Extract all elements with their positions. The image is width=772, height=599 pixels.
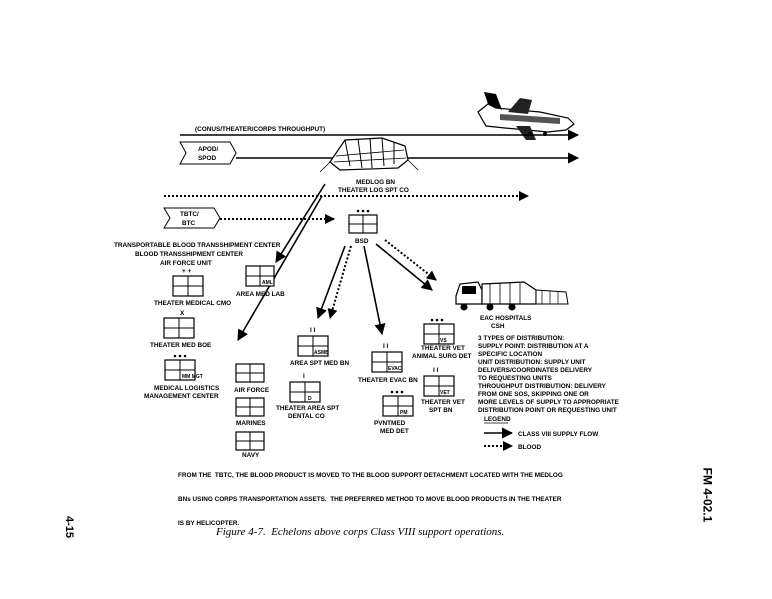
svg-text:3 TYPES OF DISTRIBUTION:: 3 TYPES OF DISTRIBUTION:	[478, 335, 564, 342]
svg-text:AML: AML	[262, 280, 273, 286]
theater-log-spt-label: THEATER LOG SPT CO	[338, 187, 409, 194]
legend-title: LEGEND	[484, 416, 511, 423]
air-force-label: AIR FORCE	[234, 387, 270, 394]
supply-arrow-to-evac	[363, 245, 386, 336]
area-spt-med-bn-label: AREA SPT MED BN	[290, 360, 349, 367]
svg-text:I I: I I	[433, 367, 439, 374]
svg-text:TO REQUESTING UNITS: TO REQUESTING UNITS	[478, 375, 552, 382]
theater-medical-cmo-symbol	[172, 275, 204, 297]
mlmc-label-line2: MANAGEMENT CENTER	[144, 393, 219, 400]
csh-label: CSH	[491, 323, 505, 330]
vet-surg-label-line2: ANIMAL SURG DET	[412, 353, 472, 360]
theater-evac-bn-symbol: EVAC	[371, 351, 403, 373]
mlmc-symbol: MM MGT	[164, 354, 203, 381]
page-number: 4-15	[63, 515, 76, 539]
throughput-label: (CONUS/THEATER/CORPS THROUGHPUT)	[195, 126, 325, 133]
blood-arrow-to-asmb	[327, 245, 352, 319]
manual-id: FM 4-02.1	[700, 467, 715, 523]
marines-symbol	[235, 397, 265, 417]
svg-text:MM MGT: MM MGT	[182, 374, 203, 380]
svg-text:TBTC/: TBTC/	[180, 211, 199, 218]
svg-text:EVAC: EVAC	[388, 366, 402, 372]
dental-co-symbol: D	[289, 381, 321, 403]
supply-arrow-to-aml	[275, 183, 326, 263]
blood-movement-note: FROM THE TBTC, THE BLOOD PRODUCT IS MOVE…	[178, 472, 563, 527]
theater-med-boe-label: THEATER MED BOE	[150, 342, 212, 349]
svg-text:MORE LEVELS OF SUPPLY TO APPRO: MORE LEVELS OF SUPPLY TO APPROPRIATE	[478, 399, 620, 406]
area-spt-med-bn-symbol: ASMB	[297, 335, 329, 357]
svg-text:FROM ONE SOS, SKIPPING ONE OR: FROM ONE SOS, SKIPPING ONE OR	[478, 391, 589, 398]
dental-label-line2: DENTAL CO	[288, 413, 325, 420]
theater-evac-bn-label: THEATER EVAC BN	[358, 377, 418, 384]
svg-text:+ +: + +	[182, 268, 192, 275]
medlog-label: MEDLOG BN	[356, 179, 395, 186]
apod-spod-pennant: APOD/ SPOD	[179, 141, 237, 165]
pvntmed-symbol: PM	[382, 390, 414, 417]
svg-text:D: D	[308, 396, 312, 402]
area-med-lab-label: AREA MED LAB	[236, 291, 285, 298]
legend-supply-label: CLASS VIII SUPPLY FLOW	[518, 431, 599, 438]
blood-arrow-to-hospitals	[384, 239, 437, 281]
bsd-label: BSD	[355, 238, 369, 245]
btc-label: BLOOD TRANSSHIPMENT CENTER	[135, 251, 243, 258]
pvntmed-label-line2: MED DET	[380, 428, 409, 435]
svg-text:ASMB: ASMB	[314, 350, 329, 356]
svg-text:I I: I I	[310, 327, 316, 334]
vet-spt-bn-symbol: VET	[423, 375, 455, 397]
air-force-unit-label: AIR FORCE UNIT	[160, 260, 212, 267]
svg-text:APOD/: APOD/	[198, 146, 218, 153]
legend-blood-label: BLOOD	[518, 444, 541, 451]
legend: LEGEND CLASS VIII SUPPLY FLOW BLOOD	[484, 416, 599, 451]
theater-medical-cmo-label: THEATER MEDICAL CMO	[154, 300, 231, 307]
svg-text:THROUGHPUT DISTRIBUTION: DELIV: THROUGHPUT DISTRIBUTION: DELIVERY	[478, 383, 607, 390]
svg-text:BTC: BTC	[182, 220, 196, 227]
svg-text:DISTRIBUTION POINT OR REQUESTI: DISTRIBUTION POINT OR REQUESTING UNIT	[478, 407, 617, 414]
svg-text:VS: VS	[440, 338, 447, 344]
svg-text:PM: PM	[400, 410, 408, 416]
area-med-lab-symbol: AML	[245, 265, 275, 287]
eac-hospital-icon	[455, 281, 569, 311]
medlog-shelter-icon	[319, 137, 419, 173]
cargo-aircraft-icon	[477, 92, 575, 140]
vet-surg-det-symbol: VS	[423, 318, 455, 345]
svg-text:DELIVERS/COORDINATES DELIVERY: DELIVERS/COORDINATES DELIVERY	[478, 367, 593, 374]
svg-text:SPECIFIC LOCATION: SPECIFIC LOCATION	[478, 351, 543, 358]
mlmc-label-line1: MEDICAL LOGISTICS	[154, 385, 220, 392]
supply-arrow-to-airforce	[237, 195, 323, 341]
svg-text:VET: VET	[440, 390, 450, 396]
vet-surg-label-line1: THEATER VET	[421, 345, 465, 352]
svg-text:X: X	[180, 310, 185, 317]
marines-label: MARINES	[236, 420, 266, 427]
tbtc-pennant: TBTC/ BTC	[163, 207, 221, 229]
svg-text:SUPPLY POINT: DISTRIBUTION AT: SUPPLY POINT: DISTRIBUTION AT A	[478, 343, 589, 350]
svg-text:UNIT DISTRIBUTION: SUPPLY UNIT: UNIT DISTRIBUTION: SUPPLY UNIT	[478, 359, 586, 366]
dental-label-line1: THEATER AREA SPT	[276, 405, 339, 412]
air-force-symbol	[235, 363, 265, 383]
bsd-unit-symbol	[348, 209, 378, 234]
vet-spt-label-line1: THEATER VET	[421, 399, 465, 406]
svg-text:I I: I I	[383, 343, 389, 350]
svg-text:SPOD: SPOD	[198, 155, 216, 162]
supply-arrow-to-asmb	[316, 245, 346, 320]
eac-hospitals-label: EAC HOSPITALS	[480, 315, 532, 322]
supply-arrow-to-hospitals	[375, 243, 433, 291]
theater-med-boe-symbol	[163, 317, 195, 339]
pvntmed-label-line1: PVNTMED	[374, 420, 406, 427]
figure-caption: Figure 4-7. Echelons above corps Class V…	[216, 526, 505, 538]
svg-text:I: I	[303, 373, 305, 380]
vet-spt-label-line2: SPT BN	[429, 407, 453, 414]
tbtc-center-label: TRANSPORTABLE BLOOD TRANSSHIPMENT CENTER	[114, 242, 281, 249]
distribution-types-text: 3 TYPES OF DISTRIBUTION: SUPPLY POINT: D…	[478, 335, 620, 414]
navy-label: NAVY	[242, 452, 260, 459]
navy-symbol	[235, 431, 265, 451]
